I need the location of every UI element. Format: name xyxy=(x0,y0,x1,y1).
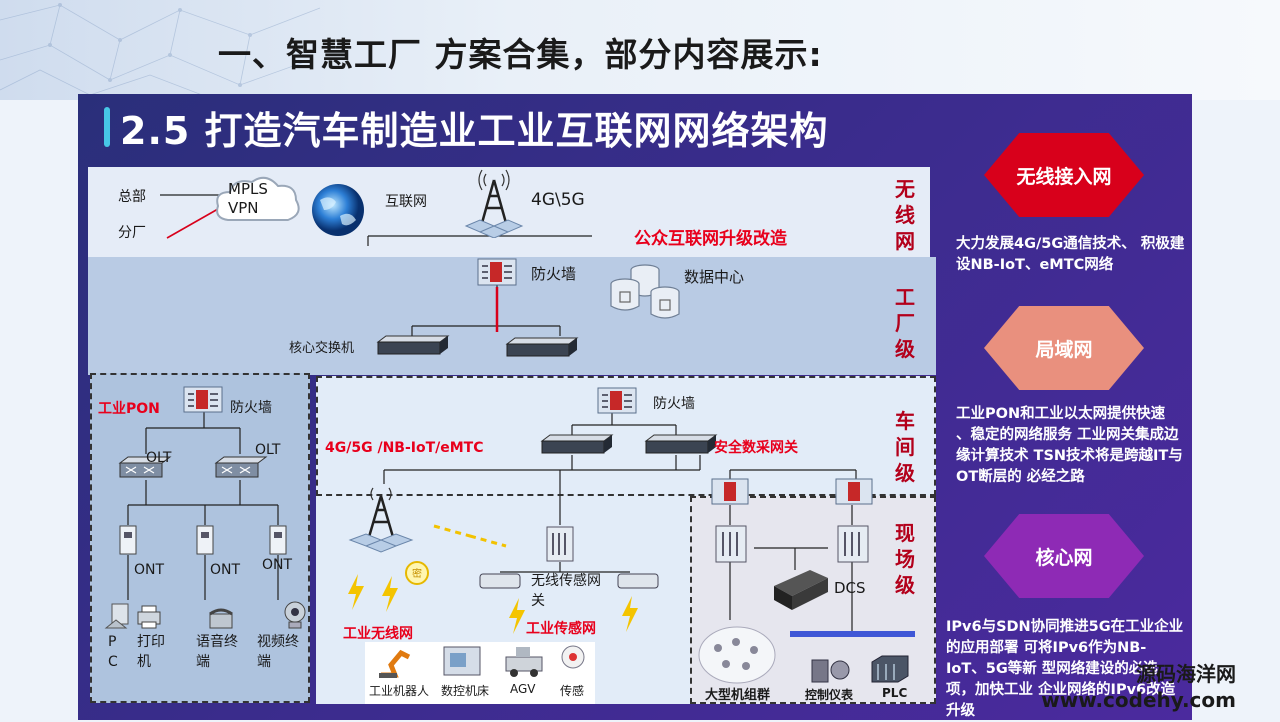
dcs-label: DCS xyxy=(834,579,866,597)
voice-terminal-label: 语音终 端 xyxy=(196,634,238,670)
badge-lan: 局域网 xyxy=(984,306,1144,390)
pc-icon xyxy=(104,603,129,629)
industrial-wireless-label: 工业无线网 xyxy=(343,626,413,642)
internet-label: 互联网 xyxy=(385,194,427,210)
secure-gateway-label: 安全数采网关 xyxy=(714,440,798,456)
mpls-cloud-icon xyxy=(216,176,300,221)
badge-core-network-text: 核心网 xyxy=(1035,546,1093,569)
slide-title: 一、智慧工厂 方案合集，部分内容展示: xyxy=(218,35,823,74)
watermark-text: 源码海洋网 www.codehy.com xyxy=(1041,662,1236,712)
badge-wireless-access: 无线接入网 xyxy=(984,133,1144,217)
slide-header-background xyxy=(0,0,1280,100)
datacenter-label: 数据中心 xyxy=(684,268,745,286)
cnc-machine-icon xyxy=(443,646,481,676)
svg-text:密: 密 xyxy=(412,567,422,580)
ont-3-label: ONT xyxy=(262,557,293,573)
workshop-switch-2-icon xyxy=(644,434,718,454)
industrial-robot-icon xyxy=(379,649,411,678)
control-instrument-icon xyxy=(811,659,850,683)
field-controller-1-icon xyxy=(715,525,747,563)
hq-label: 总部 xyxy=(118,189,146,205)
sensor-label: 传感 xyxy=(560,684,585,698)
encryption-icon: 密 xyxy=(405,561,429,585)
pon-firewall-icon xyxy=(183,386,223,413)
core-switch-label: 核心交换机 xyxy=(289,341,355,356)
sensor-gateway-icon xyxy=(546,526,574,562)
badge-wireless-access-text: 无线接入网 xyxy=(1016,165,1112,188)
lightning-icon-2 xyxy=(382,576,398,612)
field-firewall-1-icon xyxy=(711,478,749,505)
internet-globe-icon xyxy=(312,184,364,236)
ont-3-icon xyxy=(269,525,287,555)
machine-group-label: 大型机组群 xyxy=(705,688,771,703)
cell-tower-icon xyxy=(464,169,524,238)
sensor-node-2-icon xyxy=(617,573,659,589)
factory-firewall-icon xyxy=(477,258,517,286)
video-terminal-label: 视频终 端 xyxy=(257,634,299,670)
pon-title: 工业PON xyxy=(98,401,160,417)
ont-2-label: ONT xyxy=(210,562,241,578)
sensor-gateway-label: 无线传感网 关 xyxy=(531,573,601,609)
sensor-icon xyxy=(561,645,585,669)
upgrade-label: 公众互联网升级改造 xyxy=(634,229,787,249)
datacenter-icon xyxy=(610,264,680,319)
plc-label: PLC xyxy=(882,686,908,700)
core-switch-1-icon xyxy=(376,335,450,355)
printer-icon xyxy=(137,605,161,629)
sensor-node-1-icon xyxy=(479,573,521,589)
desc-lan: 工业PON和工业以太网提供快速 、稳定的网络服务 工业网关集成边缘计算技术 TS… xyxy=(956,406,1183,485)
olt-1-icon xyxy=(118,456,172,478)
workshop-cell-tower-icon xyxy=(348,487,414,553)
field-controller-2-icon xyxy=(837,525,869,563)
plc-icon xyxy=(871,655,909,683)
level-factory-label: 工厂级 xyxy=(895,285,915,361)
olt-1-label: OLT xyxy=(146,450,172,466)
pon-firewall-label: 防火墙 xyxy=(230,400,272,416)
desc-wireless-access: 大力发展4G/5G通信技术、 积极建设NB-IoT、eMTC网络 xyxy=(956,236,1185,273)
wireless-tech-label: 4G/5G /NB-IoT/eMTC xyxy=(325,440,484,456)
agv-label: AGV xyxy=(510,682,536,696)
machine-group-icon xyxy=(698,626,776,684)
pc-label: P C xyxy=(108,634,118,670)
lightning-icon-1 xyxy=(348,574,364,610)
ont-1-icon xyxy=(119,525,137,555)
cnc-label: 数控机床 xyxy=(441,684,490,698)
level-field-label: 现场级 xyxy=(895,521,915,597)
cellular-label: 4G\5G xyxy=(531,190,585,210)
workshop-firewall-icon xyxy=(597,387,637,414)
lightning-icon-3 xyxy=(509,598,525,634)
field-firewall-2-icon xyxy=(835,478,873,505)
core-switch-2-icon xyxy=(505,337,579,357)
olt-2-label: OLT xyxy=(255,442,281,458)
network-pattern-decoration xyxy=(0,3,321,99)
ont-1-label: ONT xyxy=(134,562,165,578)
wireless-signal-icon xyxy=(433,524,507,548)
printer-label: 打印 机 xyxy=(137,634,165,670)
badge-core-network: 核心网 xyxy=(984,514,1144,598)
ont-2-icon xyxy=(196,525,214,555)
level-workshop-label: 车间级 xyxy=(895,409,915,485)
title-accent-bar xyxy=(104,107,110,147)
badge-lan-text: 局域网 xyxy=(1035,338,1093,361)
dcs-rack-icon xyxy=(774,570,828,610)
level-wireless-label: 无线网 xyxy=(895,177,915,253)
workshop-firewall-label: 防火墙 xyxy=(653,396,695,412)
mpls-vpn-label: MPLS VPN xyxy=(228,180,268,217)
agv-icon xyxy=(505,647,543,677)
industrial-sensor-label: 工业传感网 xyxy=(526,621,596,637)
workshop-switch-1-icon xyxy=(540,434,614,454)
lightning-icon-4 xyxy=(622,596,638,632)
olt-2-icon xyxy=(214,456,268,478)
robot-label: 工业机器人 xyxy=(369,684,430,698)
instrument-label: 控制仪表 xyxy=(805,688,854,702)
factory-firewall-label: 防火墙 xyxy=(531,265,577,283)
phone-icon xyxy=(209,608,233,629)
branch-label: 分厂 xyxy=(118,225,146,241)
desc-core-network: IPv6与SDN协同推进5G在工业企业的应用部署 可将IPv6作为NB-IoT、… xyxy=(946,619,1184,719)
video-camera-icon xyxy=(284,601,306,629)
diagram-title: 2.5 打造汽车制造业工业互联网网络架构 xyxy=(120,109,829,153)
